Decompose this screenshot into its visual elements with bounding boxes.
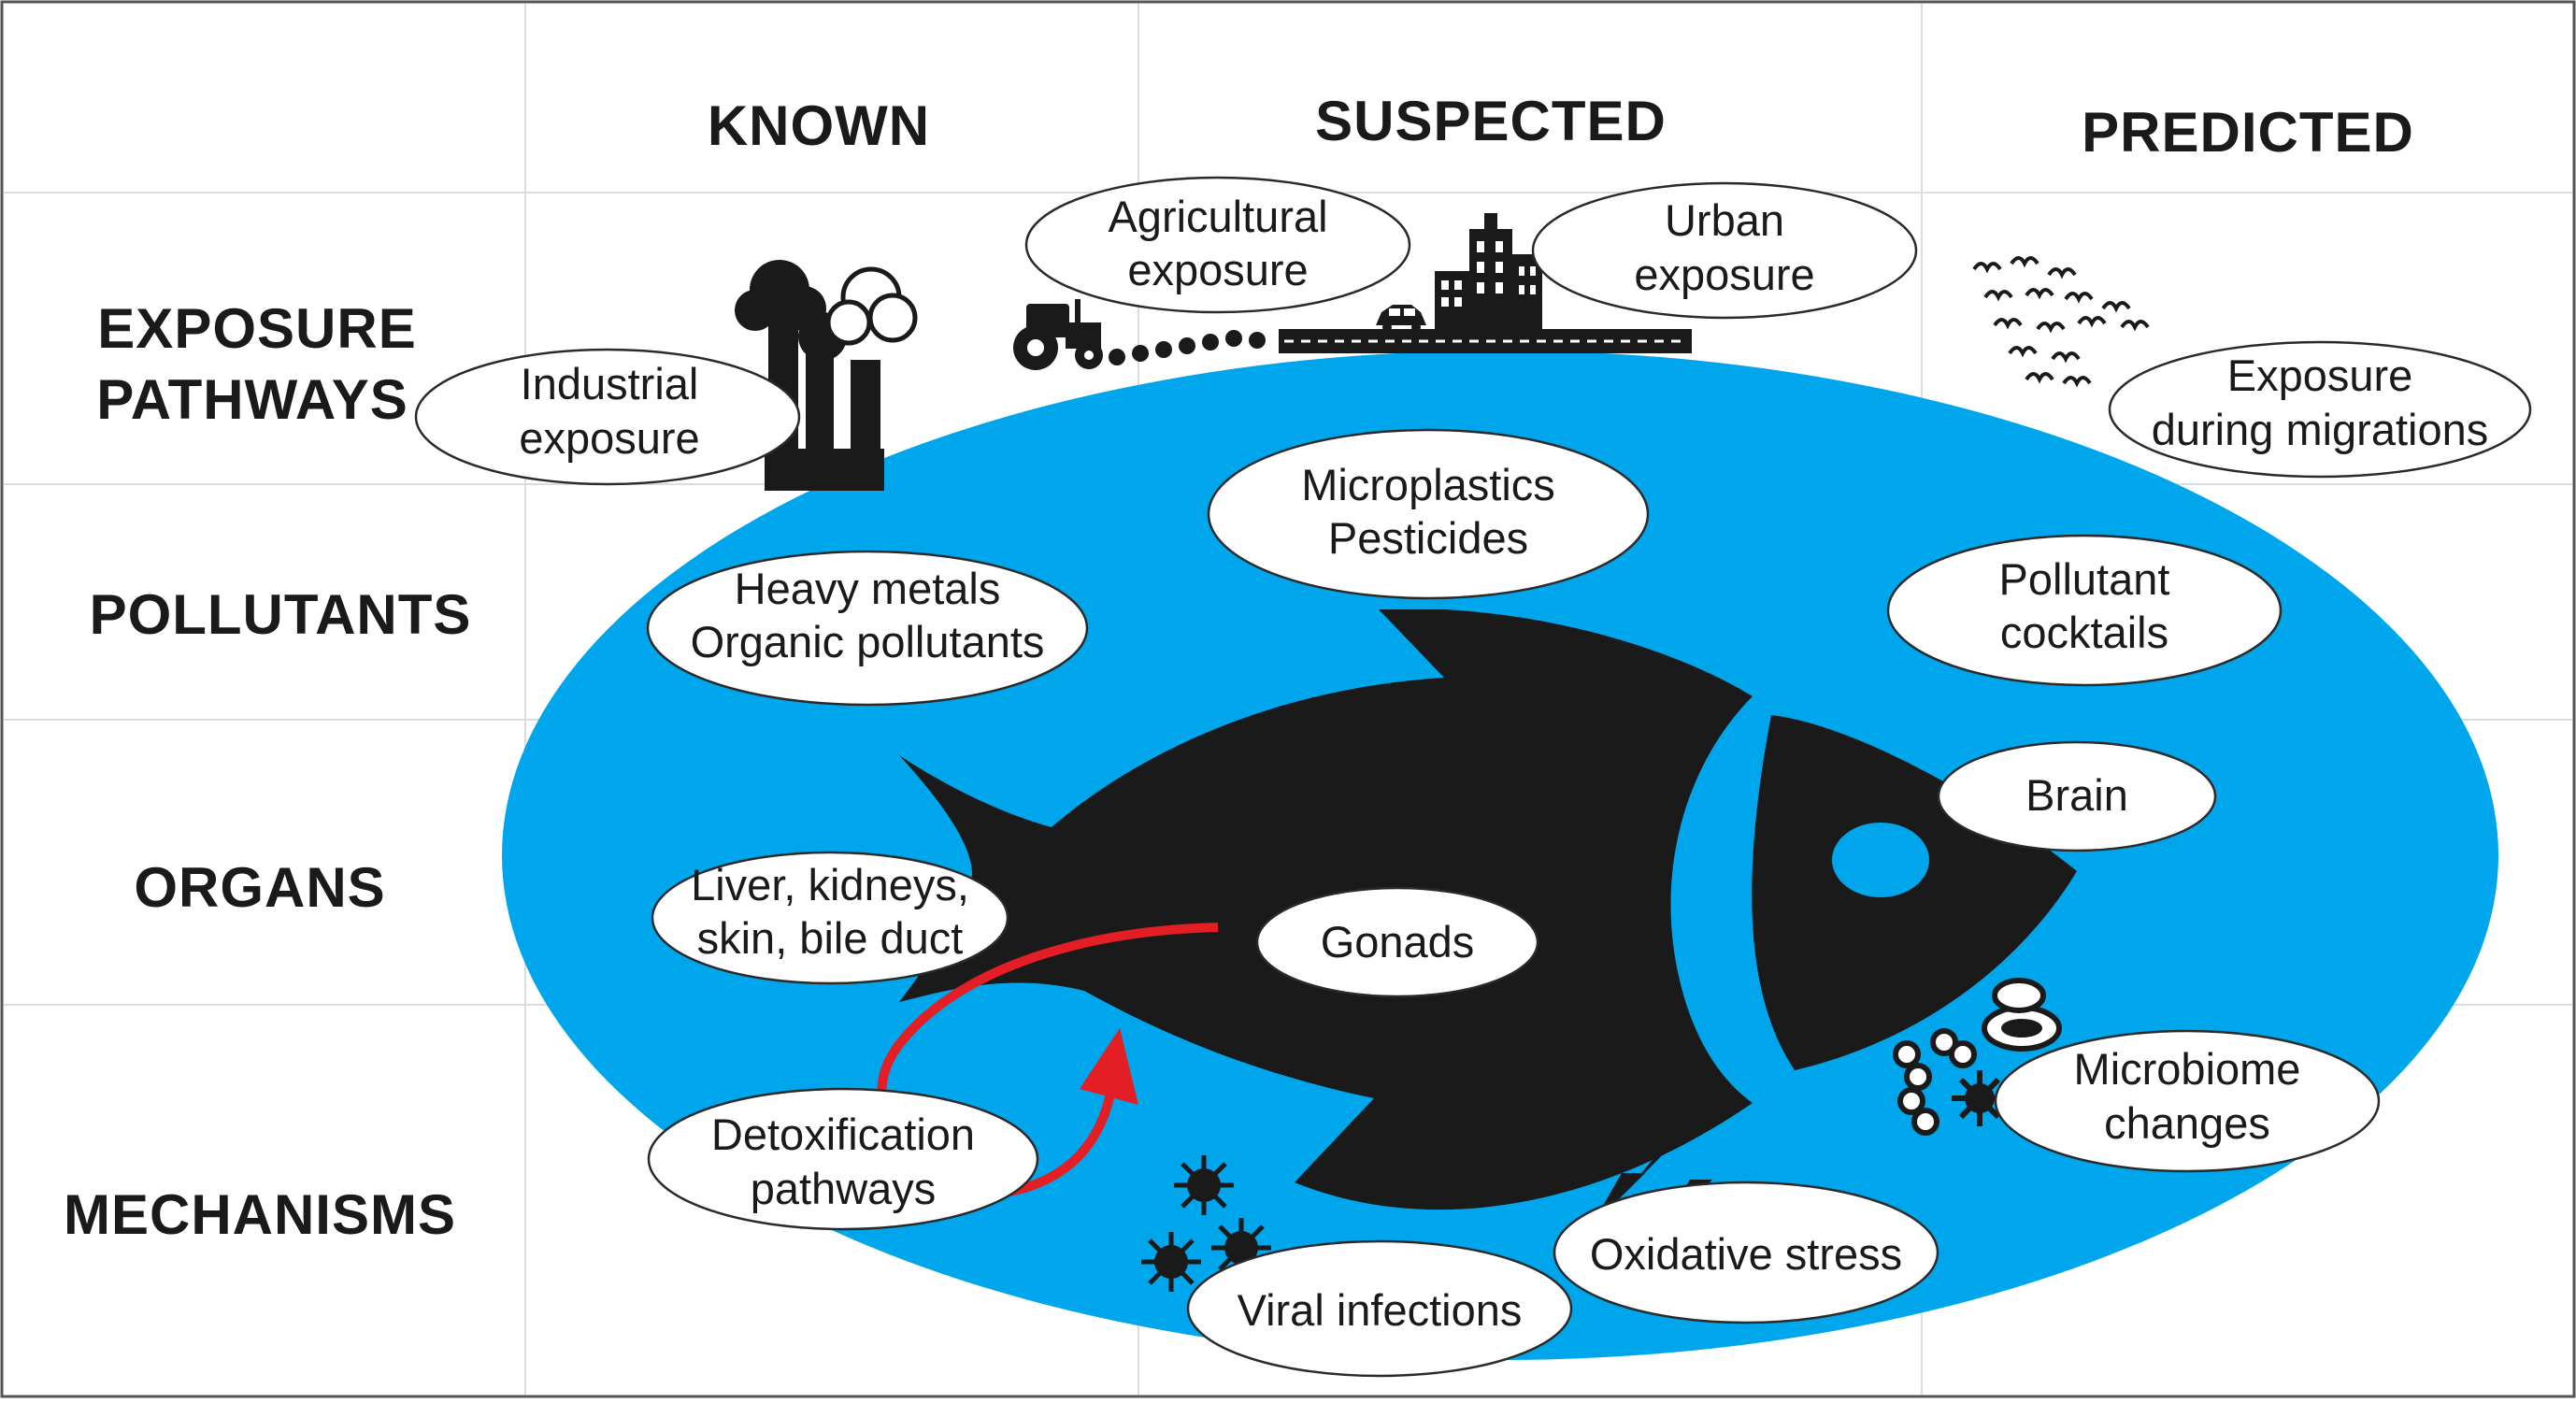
svg-text:skin, bile duct: skin, bile duct xyxy=(697,913,964,963)
bubble-microplastics-pesticides: Microplastics Pesticides xyxy=(1207,428,1650,600)
bubble-gonads: Gonads xyxy=(1255,886,1539,998)
bubble-urban-exposure: Urban exposure xyxy=(1531,181,1918,320)
svg-text:Agricultural: Agricultural xyxy=(1108,192,1327,241)
svg-text:during migrations: during migrations xyxy=(2152,405,2489,454)
tree-icon xyxy=(735,260,918,361)
row-header-organs: ORGANS xyxy=(134,856,385,919)
birds-icon xyxy=(1972,256,2150,388)
bubble-heavy-metals-organic-pollutants: Heavy metals Organic pollutants xyxy=(646,550,1089,707)
column-header-known: KNOWN xyxy=(708,94,930,157)
tractor-icon xyxy=(1013,299,1103,370)
bubble-oxidative-stress: Oxidative stress xyxy=(1553,1181,1939,1324)
bubble-liver-kidneys-skin-bile-duct: Liver, kidneys, skin, bile duct xyxy=(651,851,1009,985)
bubble-viral-infections: Viral infections xyxy=(1186,1239,1573,1378)
svg-text:Viral infections: Viral infections xyxy=(1238,1285,1523,1335)
svg-text:Detoxification: Detoxification xyxy=(711,1110,975,1159)
row-header-pollutants: POLLUTANTS xyxy=(90,583,472,646)
road-icon xyxy=(1279,329,1692,353)
svg-text:changes: changes xyxy=(2104,1098,2270,1148)
svg-text:exposure: exposure xyxy=(519,413,699,463)
column-header-predicted: PREDICTED xyxy=(2082,101,2414,164)
bacteria-icon xyxy=(1893,978,2062,1136)
bubble-pollutant-cocktails: Pollutant cocktails xyxy=(1886,534,2283,687)
svg-text:Organic pollutants: Organic pollutants xyxy=(691,617,1045,666)
bubble-agricultural-exposure: Agricultural exposure xyxy=(1024,176,1411,314)
city-icon xyxy=(1435,213,1542,329)
svg-text:Urban: Urban xyxy=(1665,195,1784,245)
svg-text:Oxidative stress: Oxidative stress xyxy=(1590,1229,1902,1279)
virus-icon xyxy=(1141,1155,1271,1292)
svg-text:cocktails: cocktails xyxy=(2000,608,2168,657)
svg-text:Microbiome: Microbiome xyxy=(2074,1044,2301,1094)
bubble-microbiome-changes: Microbiome changes xyxy=(1994,1029,2381,1173)
svg-text:Pesticides: Pesticides xyxy=(1328,513,1528,563)
svg-text:Exposure: Exposure xyxy=(2227,351,2413,400)
svg-text:Pollutant: Pollutant xyxy=(1999,554,2170,604)
row-header-exposure-line1: EXPOSURE xyxy=(97,297,416,360)
svg-text:Industrial: Industrial xyxy=(521,359,699,408)
row-header-mechanisms: MECHANISMS xyxy=(64,1183,456,1246)
svg-text:exposure: exposure xyxy=(1127,245,1308,294)
car-icon xyxy=(1376,305,1426,332)
bubble-brain: Brain xyxy=(1937,740,2217,852)
bubble-exposure-during-migrations: Exposure during migrations xyxy=(2108,340,2532,479)
bubble-detoxification-pathways: Detoxification pathways xyxy=(647,1087,1039,1231)
svg-text:exposure: exposure xyxy=(1634,250,1814,299)
row-header-exposure-line2: PATHWAYS xyxy=(96,368,408,431)
svg-text:Microplastics: Microplastics xyxy=(1301,460,1555,509)
svg-text:Liver, kidneys,: Liver, kidneys, xyxy=(691,860,969,909)
svg-text:pathways: pathways xyxy=(751,1164,937,1213)
svg-text:Brain: Brain xyxy=(2025,770,2128,820)
svg-text:Gonads: Gonads xyxy=(1321,917,1475,966)
svg-text:Heavy metals: Heavy metals xyxy=(735,564,1001,613)
column-header-suspected: SUSPECTED xyxy=(1315,90,1667,152)
crops-icon xyxy=(1109,330,1266,365)
bubble-industrial-exposure: Industrial exposure xyxy=(414,348,801,486)
